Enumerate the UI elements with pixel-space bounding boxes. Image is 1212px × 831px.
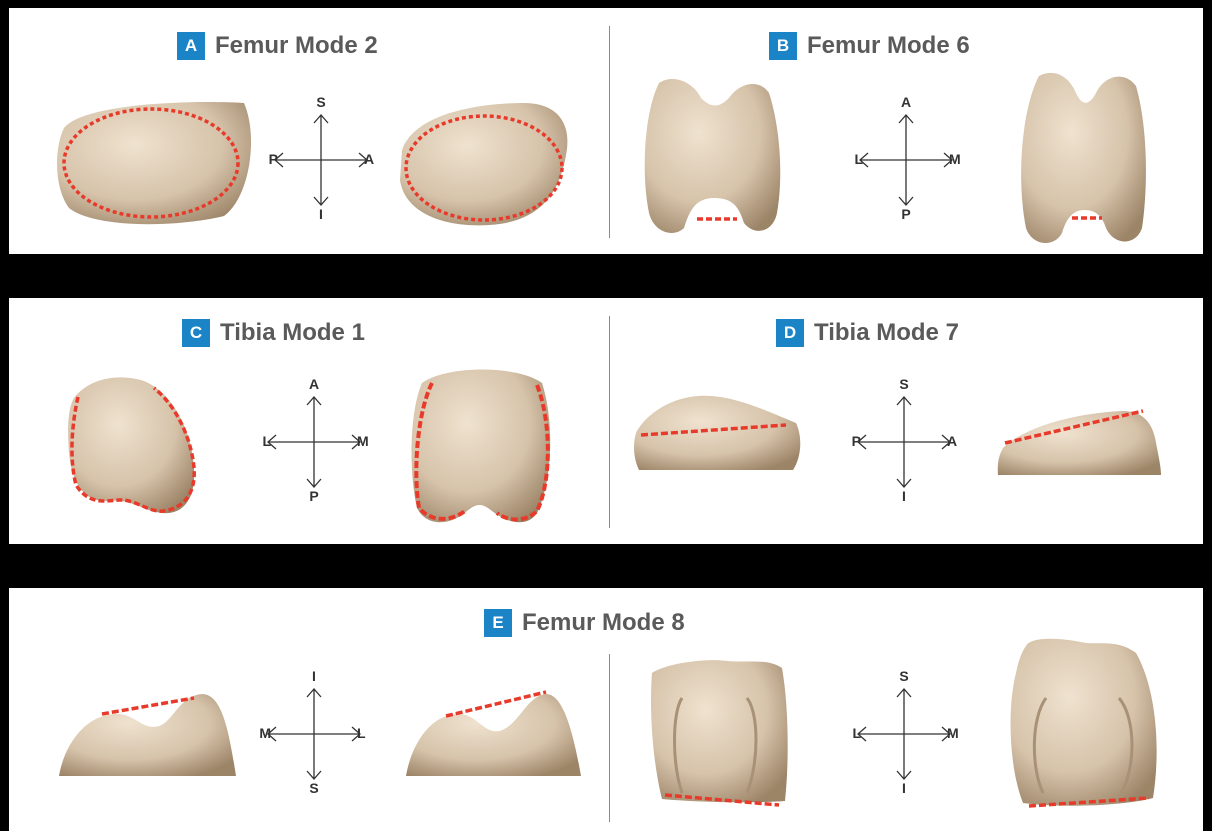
title-b: Femur Mode 6 [807, 32, 970, 60]
badge-b: B [769, 32, 797, 60]
badge-e: E [484, 609, 512, 637]
compass-b: A P L M [841, 96, 971, 226]
dir-lateral: L [357, 725, 377, 741]
dir-posterior: P [258, 151, 278, 167]
heading-c: C Tibia Mode 1 [182, 318, 365, 348]
title-e: Femur Mode 8 [522, 609, 685, 637]
dir-medial: M [357, 433, 377, 449]
heading-e: E Femur Mode 8 [484, 608, 685, 638]
dir-anterior: A [947, 433, 967, 449]
femur-mode-2-left [54, 98, 254, 228]
tibia-mode-7-right [993, 403, 1163, 478]
heading-d: D Tibia Mode 7 [776, 318, 959, 348]
dir-superior: S [894, 668, 914, 684]
title-c: Tibia Mode 1 [220, 319, 365, 347]
femur-mode-8-right-1 [647, 653, 792, 813]
dir-anterior: A [304, 376, 324, 392]
dir-superior: S [304, 780, 324, 796]
compass-e-left: I S M L [249, 670, 379, 800]
dir-anterior: A [364, 151, 384, 167]
compass-a: S I P A [256, 96, 386, 226]
dir-posterior: P [896, 206, 916, 222]
tibia-mode-1-left [64, 373, 204, 518]
dir-posterior: P [304, 488, 324, 504]
dir-lateral: L [843, 151, 863, 167]
panel-row-3: E Femur Mode 8 I S M L S I L M [9, 588, 1203, 831]
tibia-mode-7-left [631, 388, 806, 473]
heading-b: B Femur Mode 6 [769, 31, 970, 61]
dir-lateral: L [841, 725, 861, 741]
dir-inferior: I [304, 668, 324, 684]
dir-inferior: I [311, 206, 331, 222]
dir-superior: S [894, 376, 914, 392]
dir-superior: S [311, 94, 331, 110]
dir-medial: M [947, 725, 967, 741]
dir-inferior: I [894, 780, 914, 796]
compass-d: S I P A [839, 378, 969, 508]
tibia-mode-1-right [407, 363, 557, 528]
panel-divider [609, 654, 610, 822]
panel-divider [609, 316, 610, 528]
badge-a: A [177, 32, 205, 60]
dir-medial: M [251, 725, 271, 741]
dir-inferior: I [894, 488, 914, 504]
compass-c: A P L M [249, 378, 379, 508]
dir-medial: M [949, 151, 969, 167]
dir-anterior: A [896, 94, 916, 110]
femur-mode-2-right [394, 100, 574, 230]
femur-mode-8-right-2 [1001, 628, 1166, 813]
panel-row-1: A Femur Mode 2 S I P A B Femur Mode 6 A … [9, 8, 1203, 254]
panel-row-2: C Tibia Mode 1 A P L M D Tibia Mode 7 S … [9, 298, 1203, 544]
dir-lateral: L [251, 433, 271, 449]
title-a: Femur Mode 2 [215, 32, 378, 60]
femur-mode-6-right [1014, 68, 1154, 248]
compass-e-right: S I L M [839, 670, 969, 800]
badge-d: D [776, 319, 804, 347]
dir-posterior: P [841, 433, 861, 449]
badge-c: C [182, 319, 210, 347]
femur-mode-6-left [639, 73, 789, 238]
panel-divider [609, 26, 610, 238]
femur-mode-8-left-2 [401, 686, 583, 778]
femur-mode-8-left-1 [54, 686, 239, 778]
heading-a: A Femur Mode 2 [177, 31, 378, 61]
title-d: Tibia Mode 7 [814, 319, 959, 347]
